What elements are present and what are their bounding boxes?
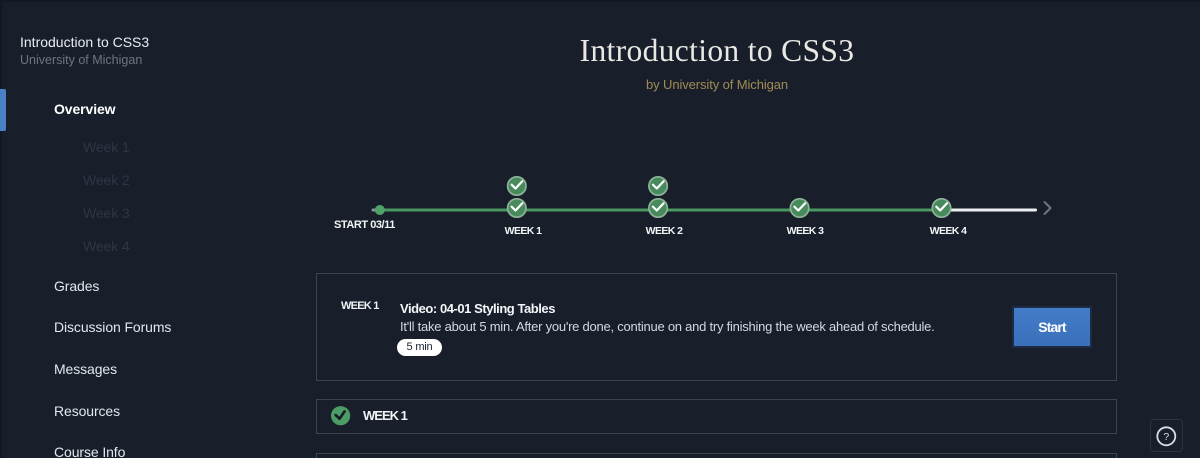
svg-text:?: ? bbox=[1163, 431, 1169, 443]
